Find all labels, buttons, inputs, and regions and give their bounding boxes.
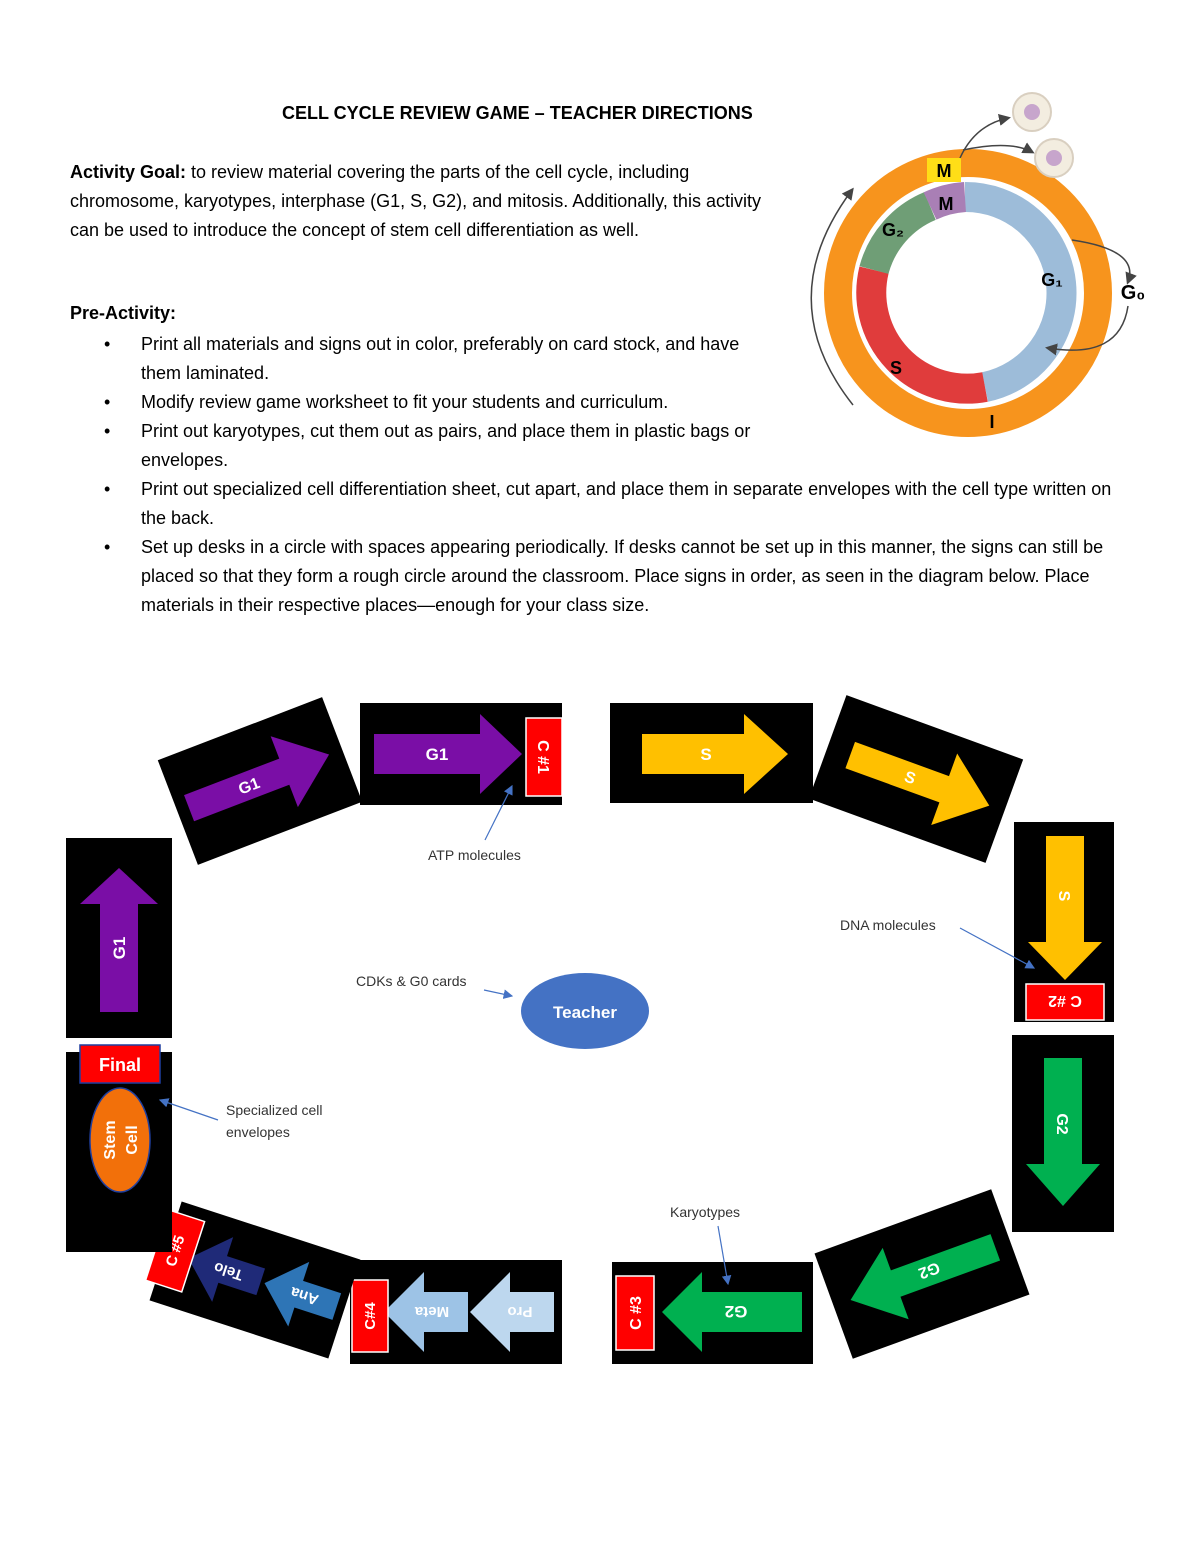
list-item-text: Modify review game worksheet to fit your…: [141, 388, 771, 417]
stem-cell-label: Stem: [102, 1120, 119, 1159]
activity-goal-label: Activity Goal:: [70, 162, 186, 182]
sign-label: G1: [426, 745, 449, 764]
bullet-icon: •: [104, 475, 110, 504]
bullet-icon: •: [104, 388, 110, 417]
sign-label: G2: [725, 1302, 748, 1321]
g2-label: G₂: [882, 220, 904, 240]
bullet-icon: •: [104, 417, 110, 446]
list-item-text: Print all materials and signs out in col…: [141, 330, 771, 388]
annotation-arrow: [484, 990, 512, 996]
i-label: I: [989, 412, 994, 432]
list-item-text: Print out specialized cell differentiati…: [141, 479, 1111, 528]
cell-cycle-figure: M M G₂ G₁ S I G₀: [800, 88, 1160, 438]
checkpoint-label: C#4: [362, 1302, 379, 1330]
list-item-text: Set up desks in a circle with spaces app…: [141, 537, 1103, 615]
sign-anaphase-telophase: Ana Telo C #5: [140, 1198, 360, 1358]
m-inner-label: M: [939, 194, 954, 214]
page-title: CELL CYCLE REVIEW GAME – TEACHER DIRECTI…: [282, 103, 753, 124]
annotation-atp-molecules: ATP molecules: [428, 847, 521, 863]
sign-final-stem-cell: Final Stem Cell: [66, 1045, 172, 1252]
g0-label: G₀: [1121, 282, 1146, 304]
cell-nucleus-icon: [1024, 104, 1040, 120]
sign-label: Pro: [507, 1303, 532, 1320]
sign-g1-top: G1 C #1: [360, 703, 562, 805]
sign-label: S: [1055, 891, 1072, 902]
pre-activity-heading: Pre-Activity:: [70, 303, 176, 324]
activity-goal: Activity Goal: to review material coveri…: [70, 158, 790, 245]
stem-cell-label: Cell: [124, 1125, 141, 1154]
checkpoint-label: C #1: [534, 740, 551, 774]
sign-prophase-metaphase: Pro Meta C#4: [350, 1260, 562, 1364]
annotation-specialized-cell: Specialized cell: [226, 1102, 323, 1118]
classroom-layout-diagram: G1 G1 G1 C #1 S S S C #2 G2: [0, 680, 1200, 1400]
checkpoint-label: C #2: [1048, 992, 1082, 1009]
bullet-icon: •: [104, 533, 110, 562]
annotation-cdks-g0-cards: CDKs & G0 cards: [356, 973, 466, 989]
g1-label: G₁: [1041, 270, 1062, 290]
s-label: S: [890, 358, 902, 378]
cell-nucleus-icon: [1046, 150, 1062, 166]
sign-label: G2: [1053, 1113, 1070, 1134]
sign-g2-lower: G2: [815, 1189, 1030, 1359]
teacher-label: Teacher: [553, 1003, 617, 1022]
sign-s-right: S C #2: [1014, 822, 1114, 1022]
s-arc: [871, 270, 985, 389]
final-label: Final: [99, 1055, 141, 1075]
sign-g2-right: G2: [1012, 1035, 1114, 1232]
stem-cell-icon: [90, 1088, 150, 1192]
checkpoint-label: C #3: [628, 1296, 645, 1330]
annotation-karyotypes: Karyotypes: [670, 1204, 740, 1220]
list-item-text: Print out karyotypes, cut them out as pa…: [141, 417, 771, 475]
sign-s-top: S: [610, 703, 813, 803]
list-item: • Set up desks in a circle with spaces ap…: [70, 533, 1140, 620]
bullet-icon: •: [104, 330, 110, 359]
annotation-dna-molecules: DNA molecules: [840, 917, 936, 933]
list-item: • Print out specialized cell differentiat…: [70, 475, 1140, 533]
g1-arc: [965, 197, 1062, 387]
sign-g1-left: G1: [66, 838, 172, 1038]
sign-s-upper: S: [809, 695, 1023, 863]
m-outer-label: M: [937, 161, 952, 181]
sign-label: G1: [110, 937, 129, 960]
sign-g1-upper: G1: [158, 697, 362, 865]
annotation-envelopes: envelopes: [226, 1124, 290, 1140]
sign-label: S: [700, 745, 711, 764]
sign-g2-bottom: G2 C #3: [612, 1262, 813, 1364]
sign-label: Meta: [414, 1303, 449, 1320]
